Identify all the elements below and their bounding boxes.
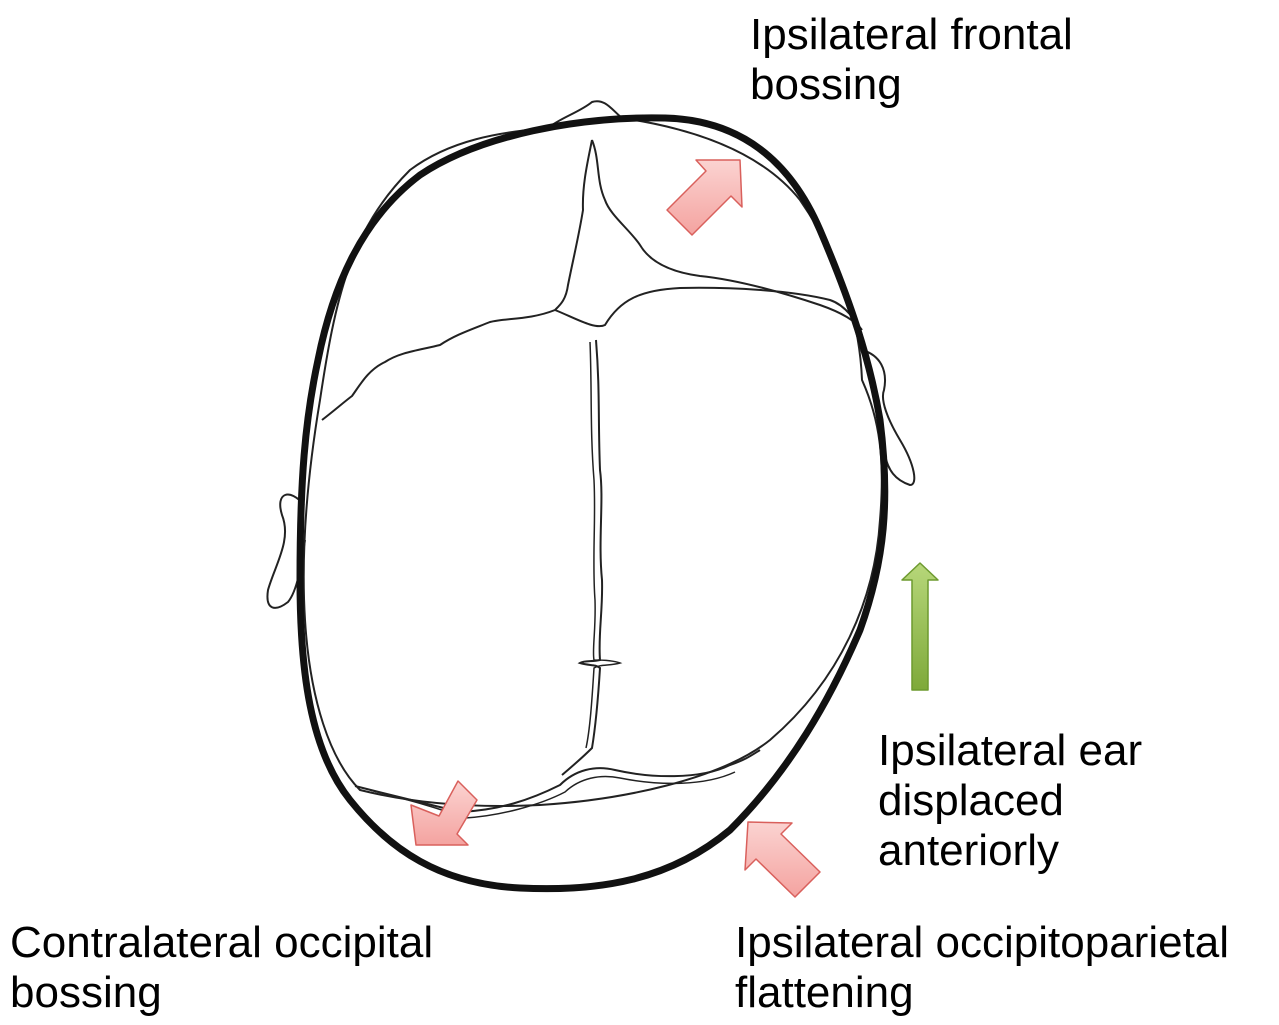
occipitoparietal-flattening-arrow <box>745 822 820 897</box>
ear-displaced-label: Ipsilateral ear displaced anteriorly <box>878 726 1142 876</box>
occipital-bossing-arrow <box>411 781 477 845</box>
frontal-bossing-arrow <box>667 160 742 235</box>
contralateral-occipital-label-line2: bossing <box>10 968 433 1018</box>
sagittal-suture <box>562 340 602 775</box>
occipitoparietal-flattening-label-line2: flattening <box>735 968 1229 1018</box>
metopic-suture <box>555 140 592 310</box>
coronal-suture-left <box>322 310 555 420</box>
coronal-suture-right <box>555 288 862 335</box>
ear-displacement-arrow <box>902 563 938 690</box>
ear-displaced-label-line3: anteriorly <box>878 826 1142 876</box>
ear-displaced-label-line2: displaced <box>878 776 1142 826</box>
contralateral-occipital-label-line1: Contralateral occipital <box>10 918 433 968</box>
head-outline <box>300 118 885 889</box>
sagittal-suture-inner <box>586 342 620 748</box>
occipitoparietal-flattening-label: Ipsilateral occipitoparietal flattening <box>735 918 1229 1018</box>
ear-displaced-label-line1: Ipsilateral ear <box>878 726 1142 776</box>
occipitoparietal-flattening-label-line1: Ipsilateral occipitoparietal <box>735 918 1229 968</box>
frontal-bossing-label: Ipsilateral frontal bossing <box>750 10 1073 110</box>
contralateral-occipital-label: Contralateral occipital bossing <box>10 918 433 1018</box>
frontal-bossing-label-line1: Ipsilateral frontal <box>750 10 1073 60</box>
frontal-bossing-label-line2: bossing <box>750 60 1073 110</box>
